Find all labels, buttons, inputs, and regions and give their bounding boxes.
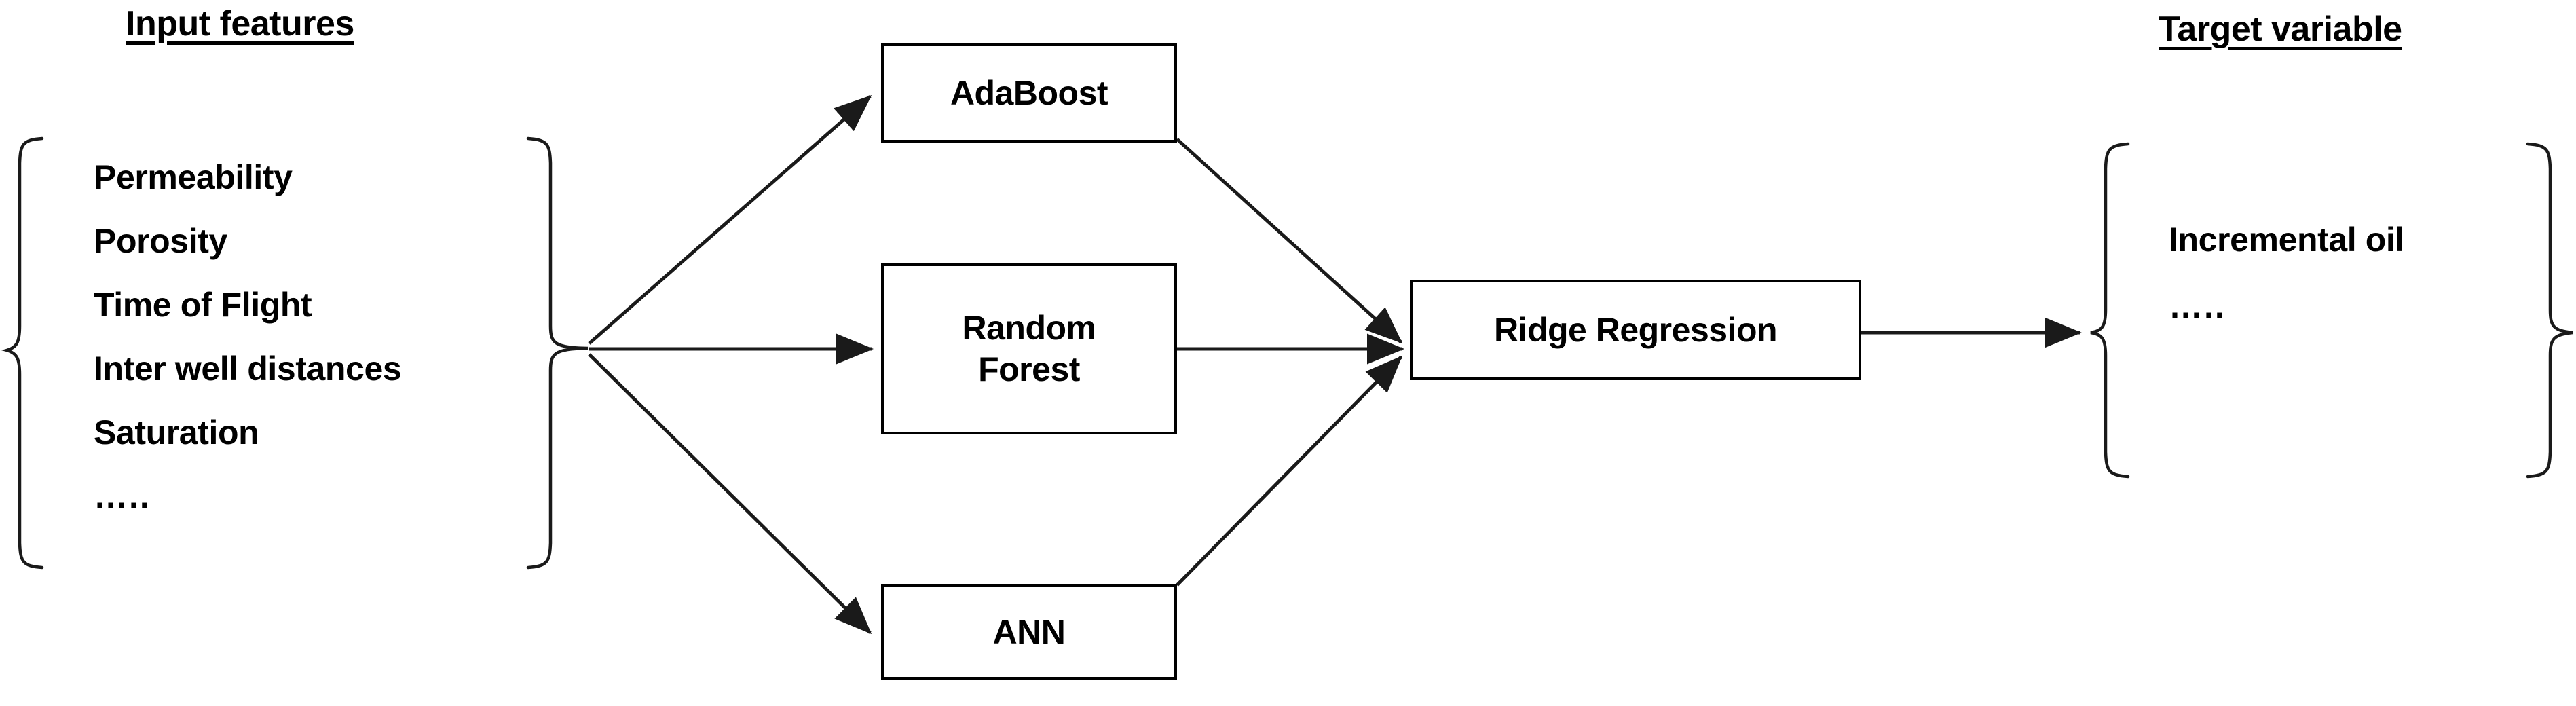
model-label-random-forest: Random Forest bbox=[962, 308, 1097, 390]
list-item: Permeability bbox=[94, 158, 293, 196]
model-label-random-forest-line1: Random bbox=[962, 309, 1097, 347]
input-features-list: Permeability Porosity Time of Flight Int… bbox=[94, 160, 542, 543]
input-brace-right bbox=[526, 136, 589, 570]
list-item: Incremental oil bbox=[2169, 221, 2404, 259]
target-variable-title: Target variable bbox=[2159, 10, 2402, 49]
input-brace-left bbox=[1, 136, 44, 570]
edge-adaboost-to-ridge bbox=[1176, 138, 1403, 344]
model-box-adaboost[interactable]: AdaBoost bbox=[881, 43, 1177, 143]
target-brace-left bbox=[2090, 142, 2130, 479]
model-box-random-forest[interactable]: Random Forest bbox=[881, 263, 1177, 434]
list-item-ellipsis: ….. bbox=[94, 477, 151, 515]
list-item: Time of Flight bbox=[94, 286, 312, 324]
list-item-ellipsis: ….. bbox=[2169, 287, 2226, 325]
edge-features-to-ann bbox=[588, 353, 872, 635]
edge-features-to-adaboost bbox=[588, 95, 872, 345]
model-label-ann: ANN bbox=[992, 612, 1066, 651]
target-variable-list: Incremental oil ….. bbox=[2169, 223, 2454, 356]
model-box-ridge-regression[interactable]: Ridge Regression bbox=[1410, 280, 1861, 380]
model-label-random-forest-line2: Forest bbox=[978, 350, 1080, 388]
list-item: Porosity bbox=[94, 222, 227, 260]
input-features-title: Input features bbox=[126, 4, 354, 43]
model-label-adaboost: AdaBoost bbox=[950, 73, 1108, 112]
list-item: Saturation bbox=[94, 413, 259, 451]
target-brace-right bbox=[2526, 142, 2573, 479]
model-label-ridge-regression: Ridge Regression bbox=[1493, 310, 1778, 349]
edge-ann-to-ridge bbox=[1176, 355, 1403, 587]
model-box-ann[interactable]: ANN bbox=[881, 584, 1177, 680]
list-item: Inter well distances bbox=[94, 350, 402, 388]
